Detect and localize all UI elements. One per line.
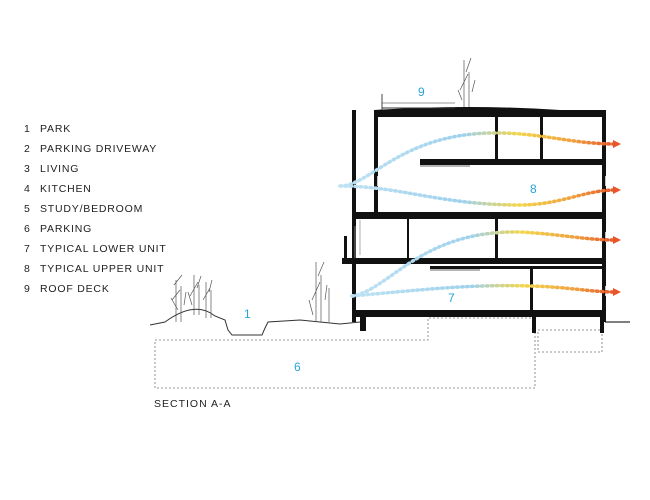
- legend-label: PARKING: [40, 223, 93, 235]
- legend-item: 2 PARKING DRIVEWAY: [24, 142, 174, 156]
- legend-item: 7 TYPICAL LOWER UNIT: [24, 242, 174, 256]
- legend-label: STUDY/BEDROOM: [40, 203, 144, 215]
- legend-number: 1: [24, 123, 31, 135]
- right-footing-outline: [537, 329, 603, 353]
- legend-number: 3: [24, 163, 31, 175]
- legend-label: ROOF DECK: [40, 283, 110, 295]
- legend-label: PARK: [40, 123, 72, 135]
- building-structure: [342, 94, 607, 333]
- legend-item: 5 STUDY/BEDROOM: [24, 202, 174, 216]
- legend-number: 4: [24, 183, 31, 195]
- airflow-paths: [338, 131, 617, 298]
- zone-label-parking: 6: [294, 360, 301, 374]
- legend-item: 9 ROOF DECK: [24, 282, 174, 296]
- legend-item: 6 PARKING: [24, 222, 174, 236]
- legend-label: KITCHEN: [40, 183, 92, 195]
- legend-number: 8: [24, 263, 31, 275]
- zone-label-park: 1: [244, 307, 251, 321]
- legend-label: TYPICAL UPPER UNIT: [40, 263, 165, 275]
- zone-label-roof-deck: 9: [418, 85, 425, 99]
- legend-item: 1 PARK: [24, 122, 174, 136]
- legend-item: 8 TYPICAL UPPER UNIT: [24, 262, 174, 276]
- zone-label-lower-unit: 7: [448, 291, 455, 305]
- section-caption: SECTION A-A: [154, 398, 232, 410]
- legend-number: 9: [24, 283, 31, 295]
- legend: 1 PARK 2 PARKING DRIVEWAY 3 LIVING 4 KITCHEN 5 ST…: [24, 122, 174, 302]
- legend-label: TYPICAL LOWER UNIT: [40, 243, 167, 255]
- roof-tree: [457, 57, 476, 110]
- legend-item: 3 LIVING: [24, 162, 174, 176]
- legend-number: 5: [24, 203, 31, 215]
- parking-outline: [154, 317, 536, 389]
- legend-number: 7: [24, 243, 31, 255]
- legend-number: 6: [24, 223, 31, 235]
- legend-item: 4 KITCHEN: [24, 182, 174, 196]
- zone-label-upper-unit: 8: [530, 182, 537, 196]
- legend-number: 2: [24, 143, 31, 155]
- legend-label: LIVING: [40, 163, 80, 175]
- park-trees: [170, 261, 330, 322]
- airflow-arrowheads: [613, 140, 621, 296]
- park-ground: [149, 308, 361, 336]
- legend-label: PARKING DRIVEWAY: [40, 143, 158, 155]
